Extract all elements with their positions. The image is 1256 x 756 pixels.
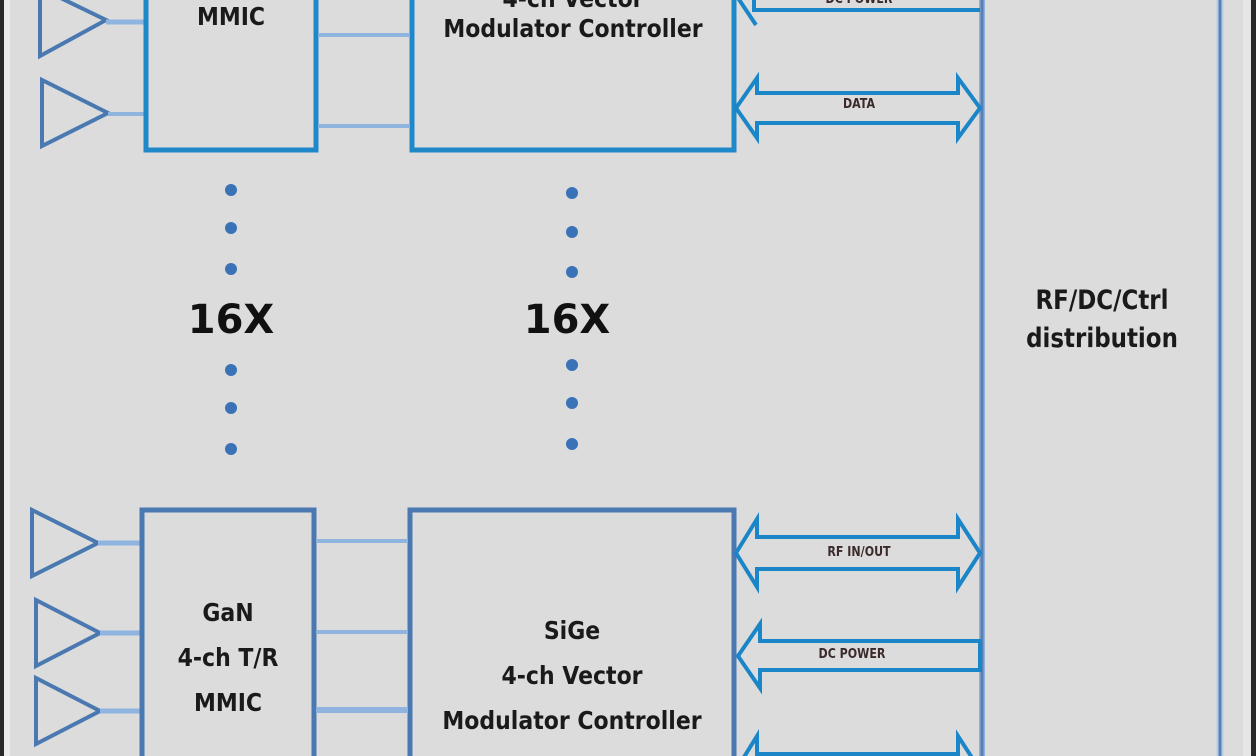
rf-in-out-arrow-icon xyxy=(733,511,983,595)
mmic-ellipsis-dots xyxy=(225,184,237,455)
antenna-triangle-icon xyxy=(40,76,113,150)
bottom-data-arrow-icon xyxy=(742,728,974,756)
distribution-column xyxy=(979,0,1224,756)
bottom-controller-label: SiGe 4-ch Vector Modulator Controller xyxy=(442,616,702,735)
antenna-triangle-icon xyxy=(34,674,105,748)
bottom-antenna-triangles xyxy=(30,506,141,748)
top-controller-box xyxy=(409,0,737,153)
bottom-mmic-box xyxy=(139,507,317,756)
dc-power-arrow-icon xyxy=(735,617,982,695)
antenna-triangle-icon xyxy=(38,0,111,60)
antenna-triangle-icon xyxy=(34,596,105,670)
data-arrow-icon xyxy=(733,71,983,145)
left-window-edge xyxy=(0,0,4,756)
top-dc-power-arrow-icon xyxy=(736,0,980,27)
controller-multiplier-label: 16X xyxy=(523,297,611,343)
top-mmic-box xyxy=(143,0,319,153)
top-dc-power-label: DC POWER xyxy=(775,0,943,8)
rf-in-out-label: RF IN/OUT xyxy=(827,545,891,560)
mmic-multiplier-label: 16X xyxy=(187,297,275,343)
controller-ellipsis-dots xyxy=(566,187,578,450)
top-box-connectors xyxy=(318,33,410,128)
bottom-controller-box xyxy=(407,507,737,756)
top-mmic-label: MMIC xyxy=(196,2,266,31)
right-window-edge xyxy=(1251,0,1256,756)
distribution-label: RF/DC/Ctrl distribution xyxy=(1026,285,1178,354)
dc-power-label: DC POWER xyxy=(818,647,886,662)
top-antenna-triangles xyxy=(38,0,146,150)
right-frame-strip xyxy=(1243,0,1251,756)
bottom-box-connectors xyxy=(316,539,408,713)
top-controller-label: 4-ch Vector Modulator Controller xyxy=(443,0,703,43)
bottom-mmic-label: GaN 4-ch T/R MMIC xyxy=(177,598,279,717)
left-frame-strip xyxy=(4,0,10,756)
antenna-triangle-icon xyxy=(30,506,103,580)
data-arrow-label: DATA xyxy=(842,97,876,112)
